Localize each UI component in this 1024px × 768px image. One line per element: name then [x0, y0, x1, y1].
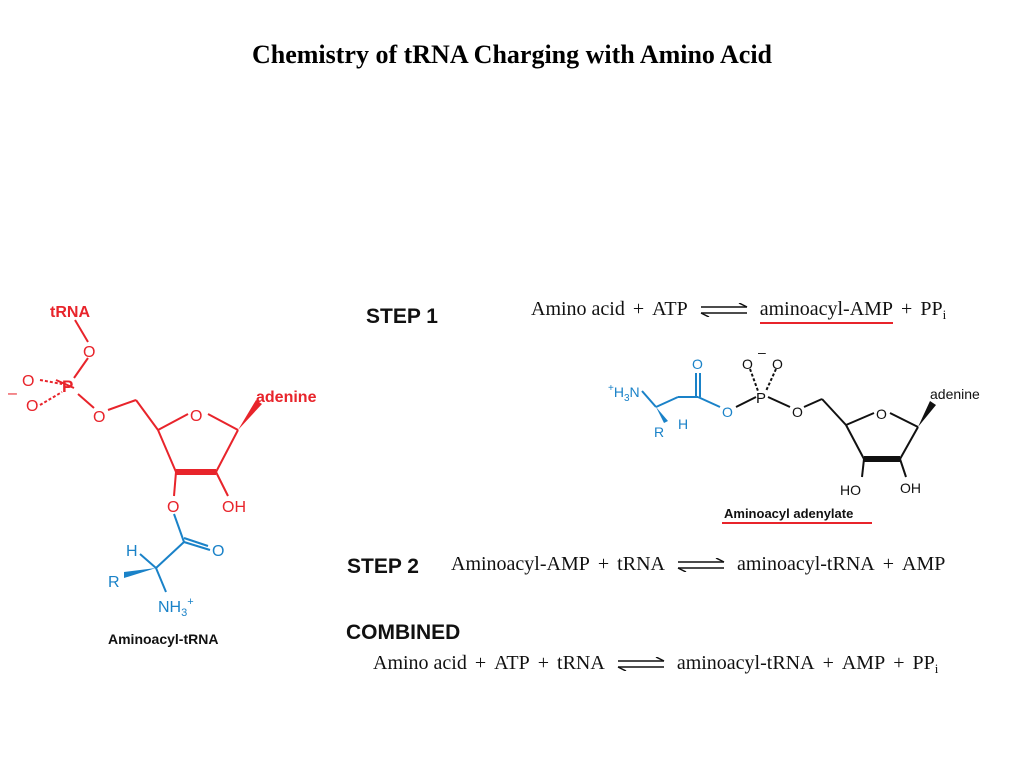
adenine-label: adenine — [930, 386, 980, 402]
combined-label: COMBINED — [346, 621, 461, 644]
ester-oxygen-label: O — [167, 499, 179, 516]
step2-reactant1: Aminoacyl-AMP — [451, 553, 590, 575]
combined-product1: aminoacyl-tRNA — [676, 652, 815, 674]
equilibrium-arrow-icon — [677, 558, 725, 573]
oxygen-label: O — [83, 344, 95, 361]
phosphate-oxygen-label: O — [772, 356, 783, 372]
aminoacyl-adenylate-structure: O O – O +H3N O P O O R H adenine HO OH A… — [608, 345, 980, 524]
plus-sign: + — [474, 652, 487, 674]
hydroxyl-label: HO — [840, 482, 861, 498]
combined-product2: AMP — [841, 652, 886, 674]
structure-caption: Aminoacyl-tRNA — [108, 631, 218, 647]
r-group-label: R — [654, 424, 664, 440]
structure-caption: Aminoacyl adenylate — [724, 506, 853, 521]
page-title: Chemistry of tRNA Charging with Amino Ac… — [251, 40, 772, 69]
step1-product2: PPi — [920, 298, 947, 322]
phosphorus-label: P — [62, 377, 73, 396]
minus-charge: – — [8, 385, 17, 402]
step1-label: STEP 1 — [366, 305, 438, 328]
step2-equation: Aminoacyl-AMP + tRNA aminoacyl-tRNA + AMP — [451, 553, 945, 576]
plus-sign: + — [537, 652, 550, 674]
aminoacyl-trna-structure: tRNA O O P – O O O adenine OH O O H R NH… — [8, 304, 317, 647]
carbonyl-oxygen-label: O — [692, 356, 703, 372]
phosphate-oxygen-label: O — [742, 356, 753, 372]
step2-label: STEP 2 — [347, 555, 419, 578]
plus-sign: + — [893, 652, 905, 674]
amino-group-label: NH3+ — [158, 596, 194, 619]
ring-oxygen-label: O — [876, 406, 887, 422]
hydrogen-label: H — [126, 543, 138, 560]
combined-equation: Amino acid + ATP + tRNA aminoacyl-tRNA + AMP + P… — [373, 652, 938, 677]
combined-product3: PPi — [912, 652, 939, 676]
amino-group-label: +H3N — [608, 383, 640, 404]
plus-sign: + — [632, 298, 645, 320]
phosphorus-label: P — [756, 390, 766, 407]
combined-reactant1: Amino acid — [373, 652, 467, 674]
oxygen-label: O — [26, 398, 38, 415]
carbonyl-oxygen-label: O — [212, 543, 224, 560]
trna-label: tRNA — [50, 304, 90, 321]
plus-sign: + — [822, 652, 834, 674]
bridge-oxygen-label: O — [792, 404, 803, 420]
ester-oxygen-label: O — [722, 404, 733, 420]
step1-reactant1: Amino acid — [531, 298, 625, 320]
combined-reactant2: ATP — [494, 652, 530, 674]
step1-equation: Amino acid + ATP aminoacyl-AMP + PPi — [531, 298, 946, 324]
step2-product2: AMP — [902, 553, 946, 575]
equilibrium-arrow-icon — [700, 303, 748, 318]
adenine-label: adenine — [256, 389, 317, 406]
equilibrium-arrow-icon — [617, 657, 665, 672]
hydroxyl-label: OH — [222, 499, 246, 516]
oxygen-label: O — [93, 409, 105, 426]
step1-product1: aminoacyl-AMP — [759, 298, 894, 324]
hydrogen-label: H — [678, 416, 688, 432]
step1-reactant2: ATP — [652, 298, 688, 320]
plus-sign: + — [901, 298, 913, 320]
plus-sign: + — [882, 553, 894, 575]
step2-product1: aminoacyl-tRNA — [736, 553, 875, 575]
hydroxyl-label: OH — [900, 480, 921, 496]
oxygen-label: O — [22, 373, 34, 390]
ring-oxygen-label: O — [190, 408, 202, 425]
r-group-label: R — [108, 574, 120, 591]
plus-sign: + — [597, 553, 610, 575]
step2-reactant2: tRNA — [617, 553, 665, 575]
combined-reactant3: tRNA — [557, 652, 605, 674]
minus-charge: – — [758, 345, 766, 360]
